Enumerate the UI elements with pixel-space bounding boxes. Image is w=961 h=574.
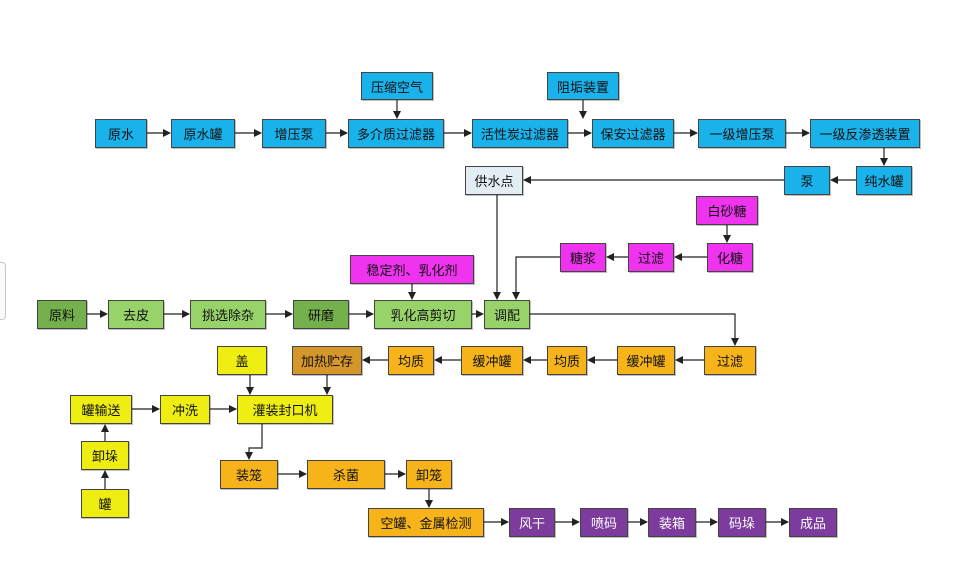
node-zhuanglong: 装笼 [220,460,278,489]
node-chongxi: 冲洗 [160,395,210,424]
node-baoan: 保安过滤器 [592,119,674,148]
node-huoxingtan: 活性炭过滤器 [472,119,568,148]
node-kongguan: 空罐、金属检测 [368,508,484,537]
node-qupi: 去皮 [108,300,164,329]
node-duojiezhi: 多介质过滤器 [348,119,444,148]
side-scroll-tab[interactable] [0,262,6,320]
connector-35 [245,424,263,460]
node-maduo: 码垛 [718,508,766,537]
node-jiare: 加热贮存 [292,346,362,375]
node-tiaopei: 调配 [484,300,530,329]
node-gongshuidian: 供水点 [465,166,523,195]
connector-15 [512,256,560,300]
node-zugou: 阻垢装置 [547,72,619,100]
node-chunshuiguan: 纯水罐 [856,166,912,195]
node-guolv2: 过滤 [704,346,756,375]
node-yanmo: 研磨 [293,300,349,329]
node-huanchong2: 缓冲罐 [461,346,523,375]
node-ruhua: 乳化高剪切 [374,300,472,329]
node-beng: 泵 [784,166,830,195]
node-tangjiang: 糖浆 [560,243,606,272]
node-xieduo: 卸垛 [81,441,129,470]
node-penma: 喷码 [580,508,628,537]
node-yuanshui: 原水 [95,119,147,148]
node-fenggan: 风干 [509,508,555,537]
node-chengpin: 成品 [789,508,837,537]
node-fanshentou: 一级反渗透装置 [810,119,920,148]
node-shajun: 杀菌 [307,460,385,489]
connector-23 [530,313,739,346]
node-huatang: 化糖 [707,243,753,272]
node-yuanliao: 原料 [37,300,87,329]
node-guanzhuang: 灌装封口机 [237,395,333,424]
node-wendingji: 稳定剂、乳化剂 [350,255,474,284]
node-junzhi2: 均质 [388,346,434,375]
node-guolv1: 过滤 [628,243,674,272]
node-guan: 罐 [81,489,129,518]
node-huanchong1: 缓冲罐 [617,346,675,375]
node-gai: 盖 [217,346,267,375]
node-tiaoxuan: 挑选除杂 [190,300,266,329]
node-xielong: 卸笼 [406,460,452,489]
node-zhuangxiang: 装箱 [648,508,696,537]
node-guanshusong: 罐输送 [70,395,132,424]
node-yuanshuiguan: 原水罐 [171,119,235,148]
node-baishatang: 白砂糖 [696,196,758,225]
node-yasuo: 压缩空气 [361,72,433,100]
node-yijizengya: 一级增压泵 [698,119,786,148]
node-zengyabeng: 增压泵 [262,119,326,148]
node-junzhi1: 均质 [547,346,587,375]
